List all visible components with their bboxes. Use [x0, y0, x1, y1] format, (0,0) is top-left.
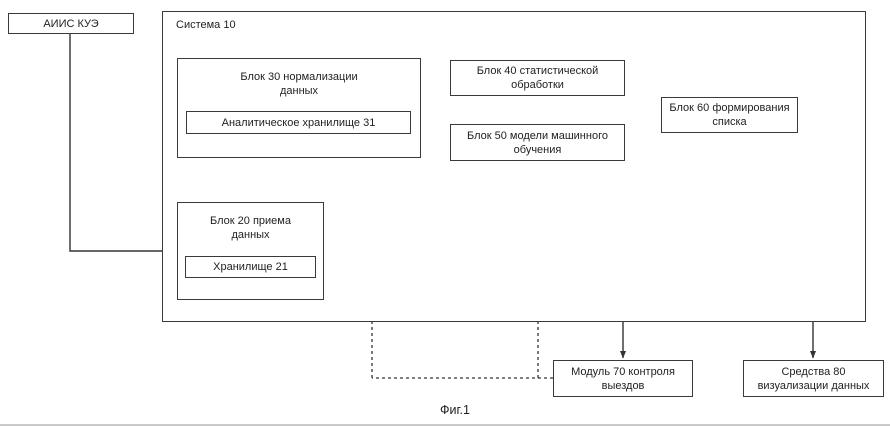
external-source-label: АИИС КУЭ [43, 17, 99, 30]
block-40-label-line1: Блок 40 статистической [476, 65, 599, 77]
block-20: Блок 20 приема данных Хранилище 21 [177, 202, 324, 300]
storage-31: Аналитическое хранилище 31 [186, 111, 411, 134]
module-70-label-line2: выездов [601, 379, 645, 392]
block-50-label-line2: обучения [513, 143, 562, 156]
means-80-label-line2: визуализации данных [757, 379, 870, 392]
means-80: Средства 80 визуализации данных [743, 360, 884, 397]
means-80-label-line1: Средства 80 [781, 365, 846, 378]
block-30-label-line2: данных [279, 85, 319, 97]
block-30-label-line1: Блок 30 нормализации [240, 71, 358, 83]
storage-21-label: Хранилище 21 [213, 261, 288, 273]
storage-31-label: Аналитическое хранилище 31 [221, 116, 376, 129]
storage-21: Хранилище 21 [185, 256, 316, 278]
block-40: Блок 40 статистической обработки [450, 60, 625, 96]
block-60-label-line1: Блок 60 формирования [669, 102, 790, 114]
block-40-label-line2: обработки [511, 79, 564, 91]
block-60-label-line2: списка [712, 116, 747, 128]
figure-caption: Фиг.1 [440, 403, 470, 417]
bottom-scan-line [0, 424, 890, 426]
block-20-label-line1: Блок 20 приема [210, 215, 291, 227]
system-label: Система 10 [176, 19, 236, 31]
external-source-box: АИИС КУЭ [8, 13, 134, 34]
block-20-label-line2: данных [231, 229, 270, 241]
block-30: Блок 30 нормализации данных Аналитическо… [177, 58, 421, 158]
block-60: Блок 60 формирования списка [661, 97, 798, 133]
module-70: Модуль 70 контроля выездов [553, 360, 693, 397]
block-50-label-line1: Блок 50 модели машинного [467, 129, 608, 142]
module-70-label-line1: Модуль 70 контроля [571, 365, 675, 378]
connector-source-to-block20 [69, 34, 175, 254]
block-50: Блок 50 модели машинного обучения [450, 124, 625, 161]
